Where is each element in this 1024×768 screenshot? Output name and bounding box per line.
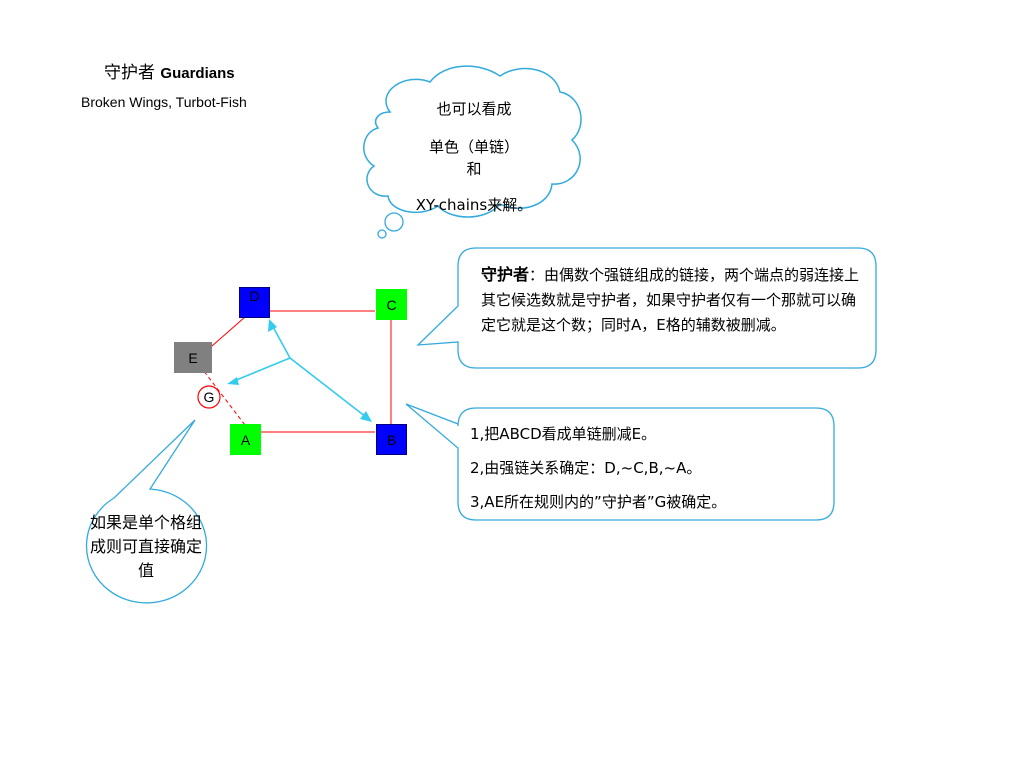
- node-e: E: [174, 342, 212, 373]
- step-2: 2,由强链关系确定：D,~C,B,~A。: [470, 459, 702, 477]
- definition-callout: [416, 247, 877, 369]
- node-b-label: B: [386, 431, 397, 448]
- cloud-line-3: 和: [466, 160, 482, 178]
- node-e-label: E: [188, 349, 198, 366]
- node-c-label: C: [386, 296, 397, 313]
- definition-text: 守护者：由偶数个强链组成的链接，两个端点的弱连接上其它候选数就是守护者，如果守护…: [481, 262, 864, 338]
- node-c: C: [376, 289, 407, 320]
- node-g-label: G: [203, 389, 215, 405]
- title-english: Guardians: [160, 65, 235, 82]
- node-d-label: D: [249, 288, 260, 304]
- node-g: G: [196, 384, 222, 410]
- steps-callout: [405, 403, 835, 521]
- arrow-shaft: [271, 324, 291, 359]
- arrowhead-icon: [360, 411, 372, 422]
- arrowhead-icon: [268, 319, 277, 332]
- node-a: A: [230, 424, 261, 455]
- step-1: 1,把ABCD看成单链删减E。: [470, 425, 657, 443]
- node-g-circle: [197, 385, 221, 409]
- arrow-shaft: [233, 357, 291, 382]
- arrow-shaft: [289, 357, 367, 418]
- node-b: B: [376, 424, 407, 455]
- title-chinese: 守护者: [104, 63, 155, 83]
- node-a-label: A: [240, 431, 251, 448]
- definition-term: 守护者: [481, 265, 530, 284]
- page-title: 守护者 Guardians: [104, 58, 235, 83]
- note-text: 如果是单个格组成则可直接确定值: [89, 513, 202, 580]
- cloud-line-2: 单色（单链）: [428, 138, 519, 156]
- cloud-line-4: XY-chains来解。: [415, 196, 533, 214]
- node-d: D: [239, 287, 270, 318]
- thought-cloud: [363, 65, 582, 218]
- page-subtitle: Broken Wings, Turbot-Fish: [81, 94, 247, 110]
- definition-body: ：由偶数个强链组成的链接，两个端点的弱连接上其它候选数就是守护者，如果守护者仅有…: [481, 266, 860, 334]
- cloud-line-1: 也可以看成: [436, 100, 512, 118]
- cloud-tail-bubble: [384, 212, 404, 232]
- cloud-tail-bubble: [377, 229, 387, 239]
- step-3: 3,AE所在规则内的”守护者”G被确定。: [470, 493, 727, 511]
- link-e-a-dashed: [199, 365, 246, 426]
- arrowhead-icon: [227, 377, 239, 385]
- link-d-e: [211, 316, 246, 347]
- note-ellipse: [85, 419, 208, 604]
